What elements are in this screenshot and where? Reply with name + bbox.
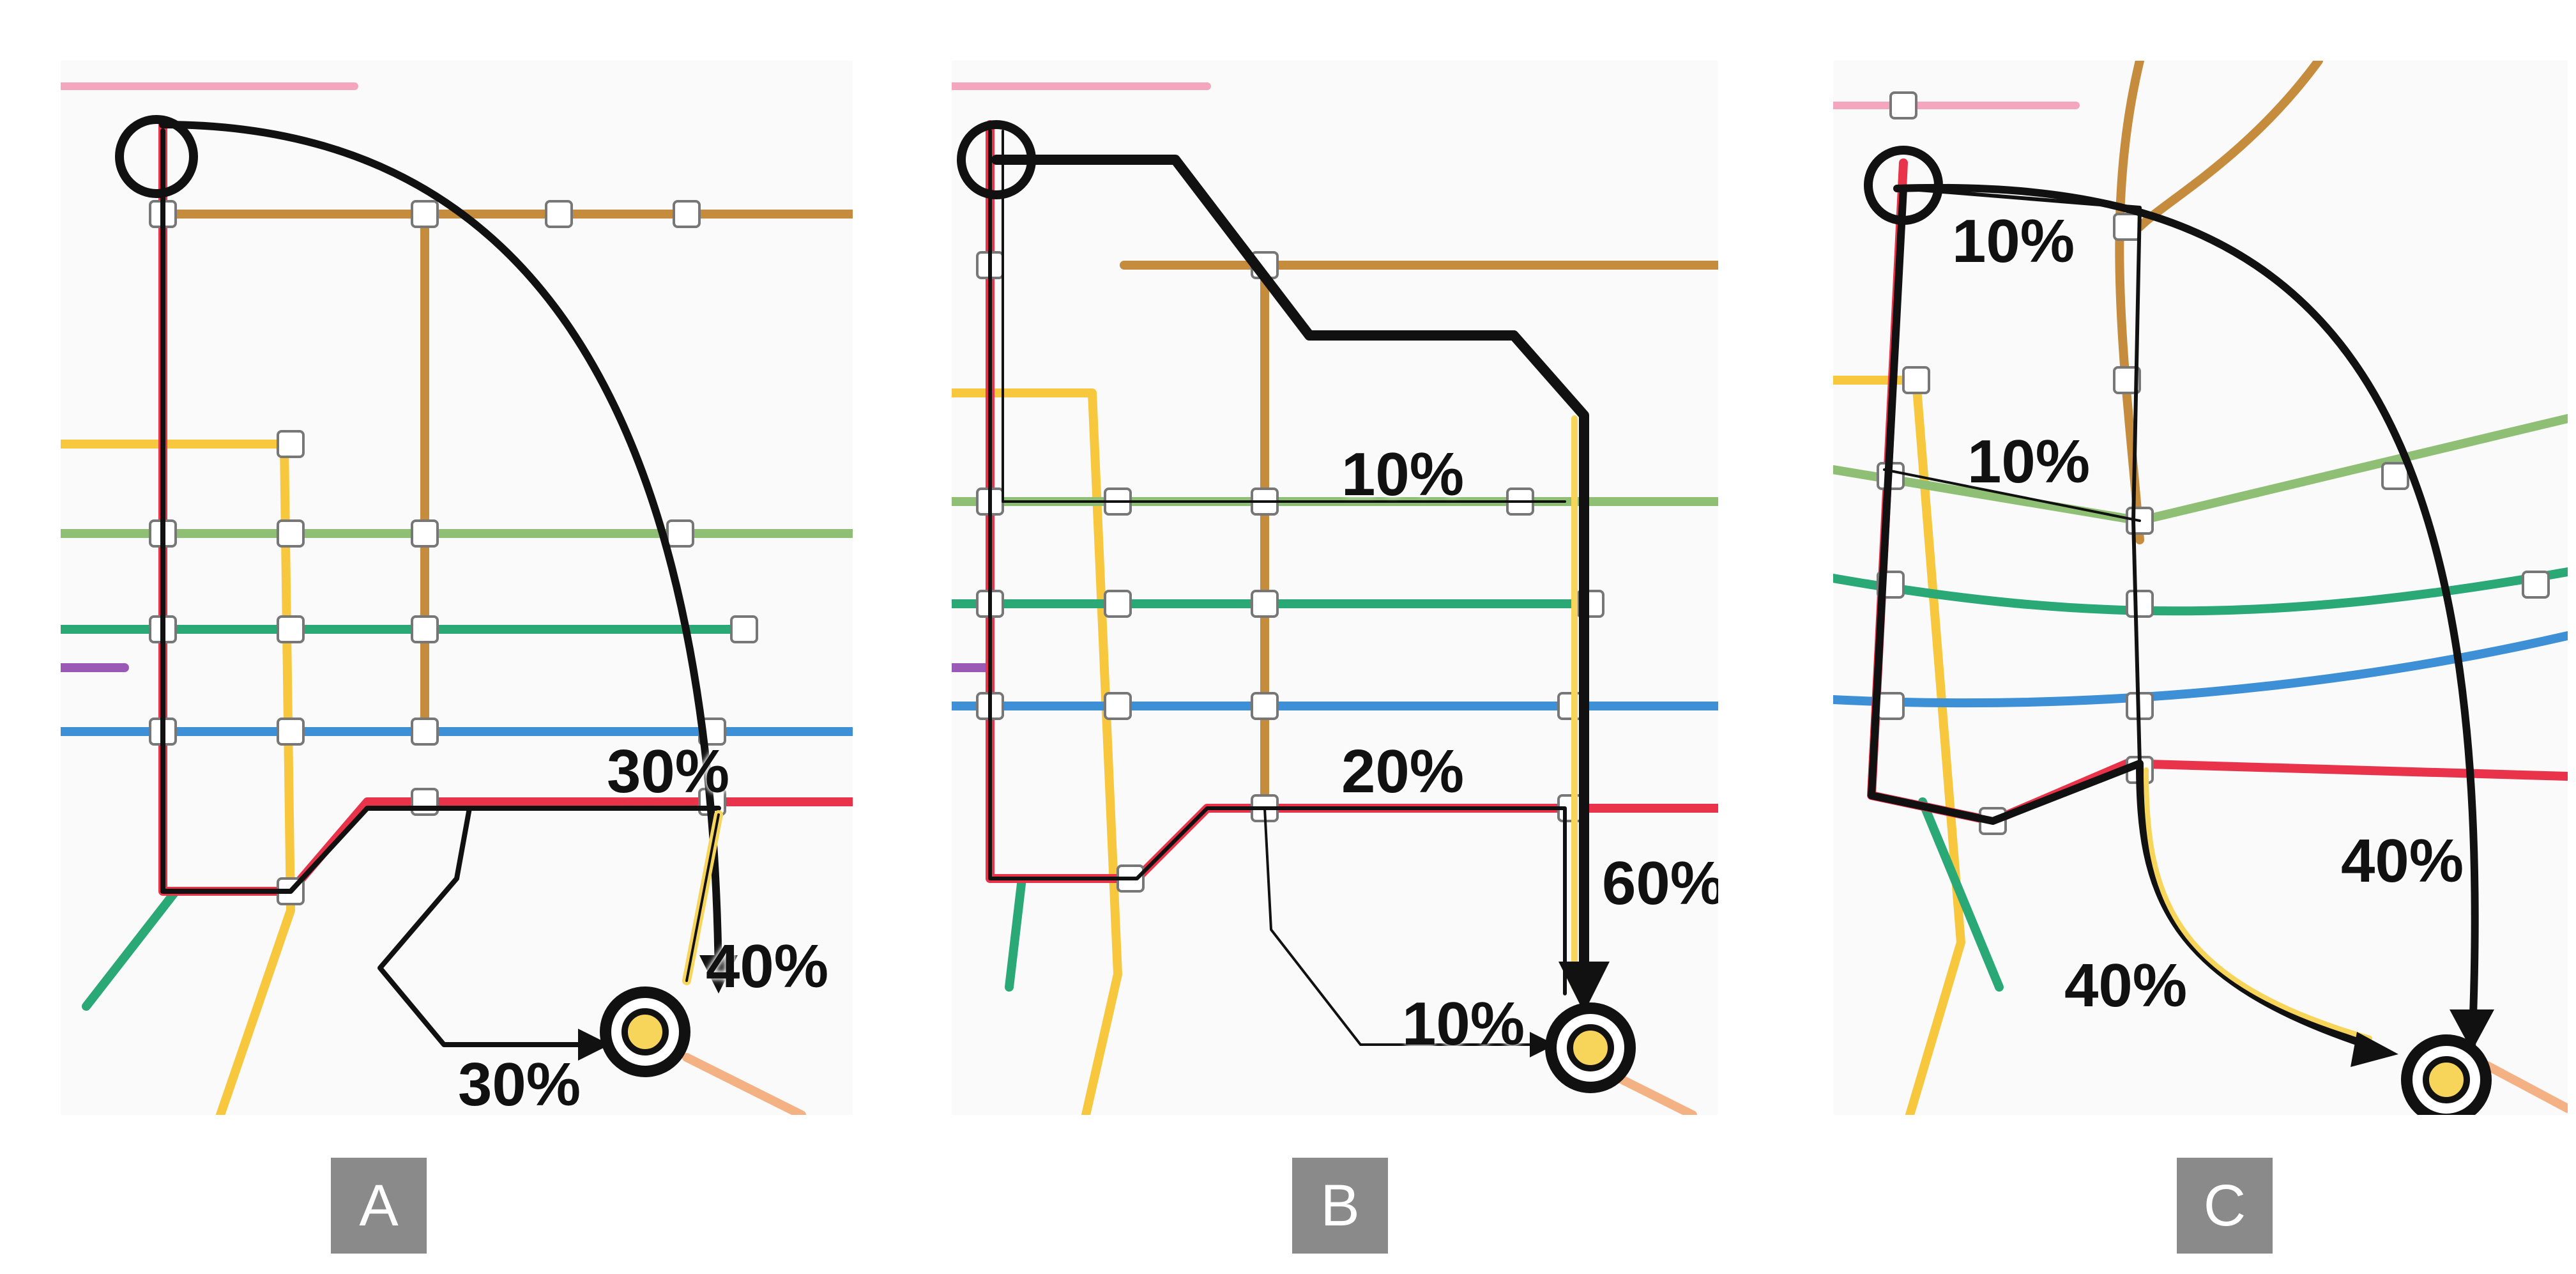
route-vertical-left [160,128,721,894]
panel-c-pct-right: 40% [2341,827,2464,895]
orange-line [682,1053,806,1115]
teal-line-branch [82,887,180,1011]
transit-map-c [1833,61,2568,1115]
panel-a-pct-upper: 30% [607,737,730,806]
arrow-heads-a [578,955,738,1061]
panel-c-pct-top: 10% [1952,207,2075,275]
transit-map-b [952,82,1718,1115]
teal-line [1833,567,2568,616]
route-branch [1263,807,1534,1046]
destination-marker-a [600,986,690,1077]
yellow-line [61,440,295,1115]
route-left-thin [988,129,1567,995]
green-line [1833,414,2568,525]
route-top-thick [991,155,1589,999]
route-middle [1902,187,2142,765]
origin-marker-b [957,120,1036,199]
destination-marker-b [1545,1002,1636,1093]
route-left-loop [1868,185,2380,1052]
panel-a-pct-right: 40% [706,932,829,1001]
panel-c-pct-lower: 40% [2064,951,2188,1020]
panel-b-pct-bottom: 10% [1402,990,1525,1058]
origin-marker-c [1864,146,1943,225]
map-panel-a: 30% 40% 30% [61,61,853,1115]
panel-c-pct-middle: 10% [1967,427,2091,496]
panel-a-pct-lower: 30% [458,1050,581,1116]
transit-map-a [61,82,853,1115]
route-curve-right [1893,183,2479,1052]
yellow-line [952,388,1122,1115]
panel-label-b: B [1292,1158,1388,1254]
red-line [158,120,853,896]
panel-b-pct-top: 10% [1341,440,1465,509]
panel-label-c: C [2177,1158,2273,1254]
route-inner [1002,130,1566,503]
map-panel-b: 10% 20% 60% 10% [952,61,1718,1115]
map-panel-c: 10% 10% 40% 40% [1833,61,2568,1115]
route-yellow [2144,767,2372,1041]
route-arrows-c [1868,183,2479,1052]
route-arrows-a [159,121,723,1047]
panel-b-pct-right: 60% [1602,849,1718,917]
destination-marker-c [2401,1034,2492,1115]
route-green-link [1883,468,2141,522]
station-markers [976,251,1604,893]
brown-line-right [2135,61,2323,231]
teal-line-branch [1005,874,1026,992]
arrow-heads-c [2351,1009,2494,1067]
origin-marker-a [115,115,198,198]
route-branch [377,806,587,1047]
teal-line-branch [1918,797,2004,992]
blue-line [1833,631,2568,708]
panel-b-pct-middle: 20% [1341,737,1465,806]
yellow-line [1833,376,1965,1115]
route-curve [159,121,722,985]
route-arrows-b [988,129,1589,1046]
arrow-heads-b [1530,962,1610,1057]
route-yellow-outline [685,813,720,982]
panel-label-a: A [331,1158,427,1254]
